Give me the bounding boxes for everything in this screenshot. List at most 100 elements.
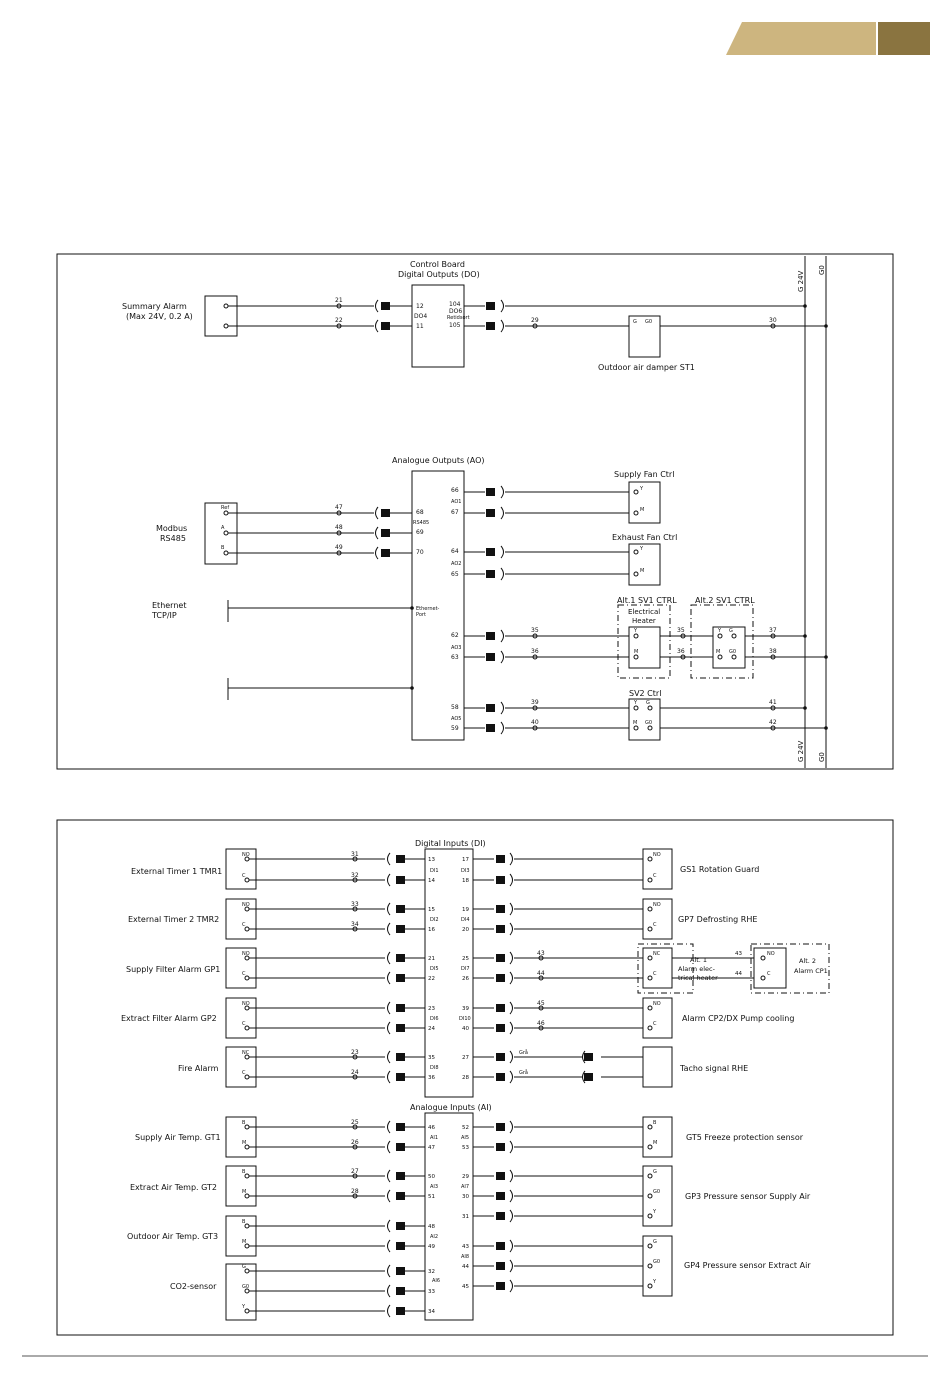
svg-text:DI10: DI10 xyxy=(459,1016,471,1022)
svg-text:32: 32 xyxy=(428,1269,435,1275)
svg-text:43: 43 xyxy=(537,950,545,957)
sv1-pins xyxy=(633,633,737,660)
svg-text:C: C xyxy=(242,971,246,977)
svg-text:39: 39 xyxy=(531,699,539,706)
svg-text:27: 27 xyxy=(462,1055,469,1061)
alt2-dashed-box xyxy=(690,604,754,679)
svg-text:59: 59 xyxy=(451,725,459,732)
svg-text:AI8: AI8 xyxy=(461,1254,469,1260)
connector xyxy=(486,302,495,310)
el-heater-1: Electrical xyxy=(628,608,660,616)
right-label: Alarm CP2/DX Pump cooling xyxy=(682,1014,794,1023)
svg-text:DI1: DI1 xyxy=(430,868,439,874)
connector xyxy=(381,549,390,557)
svg-text:G: G xyxy=(653,1239,657,1245)
el-heater-2: Heater xyxy=(632,617,656,625)
svg-text:Y: Y xyxy=(241,1304,246,1310)
svg-text:Y: Y xyxy=(633,628,638,634)
summary-alarm-sub: (Max 24V, 0.2 A) xyxy=(126,312,193,321)
left-label: External Timer 2 TMR2 xyxy=(128,915,219,924)
do4-label: DO4 xyxy=(414,313,427,320)
svg-text:G: G xyxy=(653,1169,657,1175)
svg-text:47: 47 xyxy=(428,1145,435,1151)
svg-text:DI2: DI2 xyxy=(430,917,439,923)
svg-text:NO: NO xyxy=(242,852,250,858)
svg-text:21: 21 xyxy=(428,956,435,962)
rs485-pin-label: RS485 xyxy=(413,520,429,526)
svg-text:45: 45 xyxy=(462,1284,469,1290)
right-terminals xyxy=(647,856,766,1289)
header-tab-light xyxy=(726,22,876,55)
svg-text:23: 23 xyxy=(351,1049,359,1056)
di-board xyxy=(424,848,474,1098)
left-wires xyxy=(249,858,385,1312)
svg-text:DI3: DI3 xyxy=(461,868,470,874)
top-panel-frame xyxy=(56,253,894,770)
svg-text:20: 20 xyxy=(462,927,469,933)
eth-port-1: Ethernet- xyxy=(416,606,440,612)
svg-text:36: 36 xyxy=(677,648,685,655)
fan-pin-labels: YM YM xyxy=(639,486,644,574)
alt1-dashed-box xyxy=(617,604,671,679)
svg-text:Y: Y xyxy=(652,1209,657,1215)
left-terminals xyxy=(244,856,358,1314)
left-label: Extract Filter Alarm GP2 xyxy=(121,1014,217,1023)
svg-text:14: 14 xyxy=(428,878,435,884)
pin: 105 xyxy=(449,322,461,329)
pin: 12 xyxy=(416,303,424,310)
svg-text:43: 43 xyxy=(462,1244,469,1250)
sv2-label: SV2 Ctrl xyxy=(629,689,661,698)
ao1-label: AO1 xyxy=(451,499,461,505)
svg-text:M: M xyxy=(242,1140,246,1146)
right-label: Tacho signal RHE xyxy=(679,1064,748,1073)
svg-text:M: M xyxy=(653,1140,657,1146)
svg-text:17: 17 xyxy=(462,857,469,863)
wire-num: 30 xyxy=(769,317,777,324)
modbus-wires xyxy=(223,506,412,560)
svg-text:NO: NO xyxy=(653,902,661,908)
damper-label: Outdoor air damper ST1 xyxy=(598,363,695,372)
svg-text:49: 49 xyxy=(428,1244,435,1250)
fan-pins xyxy=(633,489,639,577)
svg-text:C: C xyxy=(653,922,657,928)
wire-num: 49 xyxy=(335,544,343,551)
svg-text:C: C xyxy=(242,1021,246,1027)
wire-num: 48 xyxy=(335,524,343,531)
svg-text:36: 36 xyxy=(428,1075,435,1081)
svg-text:B: B xyxy=(653,1120,657,1126)
svg-text:63: 63 xyxy=(451,654,459,661)
svg-text:50: 50 xyxy=(428,1174,435,1180)
pin: 69 xyxy=(416,529,424,536)
left-plugs xyxy=(387,852,425,1318)
svg-text:16: 16 xyxy=(428,927,435,933)
right-label: GP4 Pressure sensor Extract Air xyxy=(684,1261,811,1270)
left-device-boxes xyxy=(225,848,257,1321)
svg-text:B: B xyxy=(242,1169,246,1175)
wire-num: 21 xyxy=(335,297,343,304)
svg-text:DI6: DI6 xyxy=(430,1016,439,1022)
svg-text:15: 15 xyxy=(428,907,435,913)
pin: B xyxy=(221,545,225,551)
ao-title: Analogue Outputs (AO) xyxy=(392,456,485,465)
g24v-bottom: G 24V xyxy=(797,740,805,762)
svg-text:37: 37 xyxy=(769,627,777,634)
right-connectors xyxy=(496,855,593,1290)
junction-dots xyxy=(803,304,828,730)
svg-text:B: B xyxy=(242,1219,246,1225)
gro-label: Grå xyxy=(519,1049,528,1056)
svg-text:C: C xyxy=(653,971,657,977)
svg-text:M: M xyxy=(634,649,638,655)
di-title: Digital Inputs (DI) xyxy=(415,839,486,848)
do6-label: DO6 xyxy=(449,308,462,315)
svg-text:35: 35 xyxy=(531,627,539,634)
electrical-heater-box xyxy=(628,626,661,669)
pin: 68 xyxy=(416,509,424,516)
control-title-2: Digital Outputs (DO) xyxy=(398,270,480,279)
svg-text:B: B xyxy=(242,1120,246,1126)
gro-label: Grå xyxy=(519,1069,528,1076)
svg-text:18: 18 xyxy=(462,878,469,884)
